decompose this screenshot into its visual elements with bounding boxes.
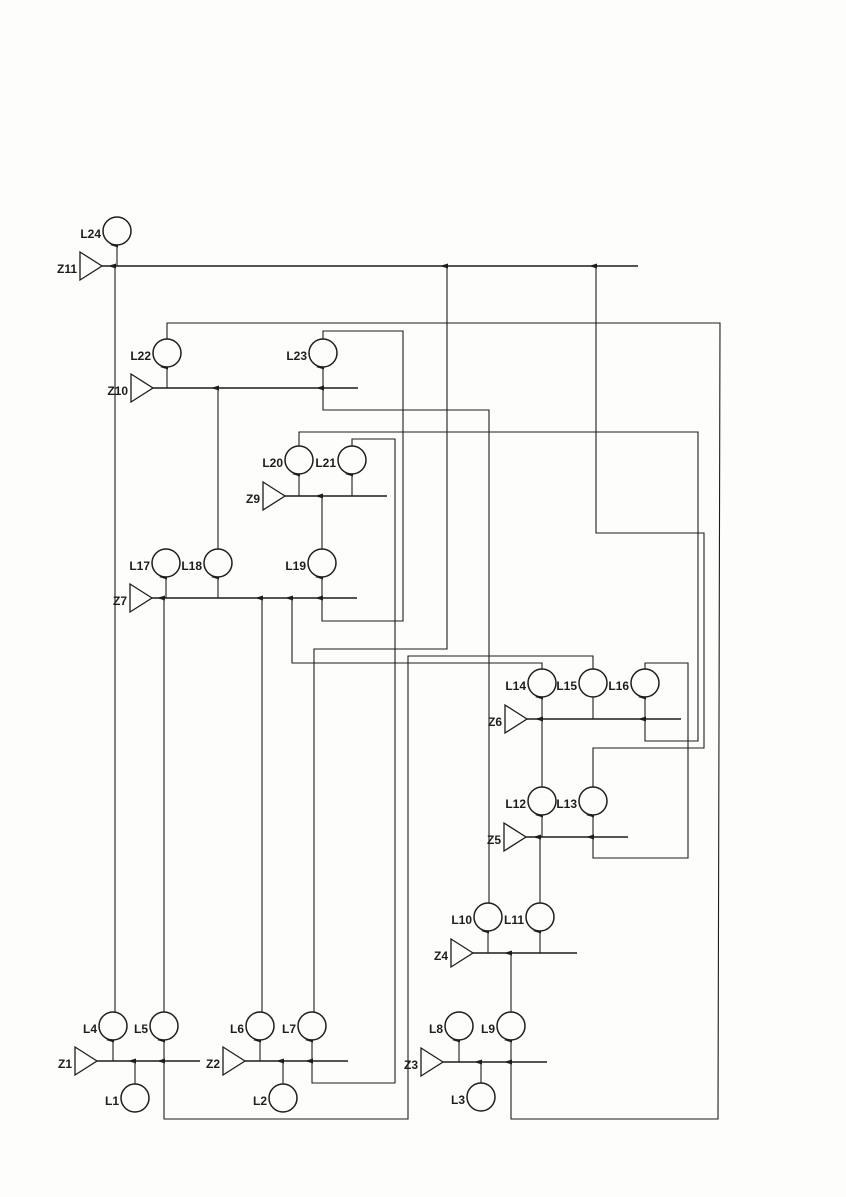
load-label-l16: L16 <box>608 679 629 693</box>
connection-wire <box>298 431 699 742</box>
load-l9 <box>496 1011 526 1041</box>
load-l12 <box>527 786 557 816</box>
load-l10 <box>473 902 503 932</box>
source-z1-icon <box>74 1045 99 1077</box>
load-label-l19: L19 <box>285 559 306 573</box>
zone-label-z9: Z9 <box>246 492 260 506</box>
load-l13 <box>578 786 608 816</box>
load-label-l21: L21 <box>315 456 336 470</box>
zone-label-z4: Z4 <box>434 949 448 963</box>
load-label-l12: L12 <box>505 797 526 811</box>
load-label-l3: L3 <box>451 1093 465 1107</box>
zone-label-z11: Z11 <box>57 262 77 276</box>
connection-wire <box>589 263 705 787</box>
load-label-l20: L20 <box>262 456 283 470</box>
zone-label-z1: Z1 <box>58 1057 72 1071</box>
source-z7-icon <box>129 582 154 614</box>
load-l5 <box>149 1011 179 1041</box>
load-l15 <box>578 668 608 698</box>
load-label-l18: L18 <box>181 559 202 573</box>
load-l18 <box>203 548 233 578</box>
load-label-l7: L7 <box>282 1022 296 1036</box>
load-label-l13: L13 <box>556 797 577 811</box>
load-l20 <box>284 445 314 475</box>
source-z11-icon <box>79 250 104 282</box>
connection-wire <box>305 438 396 1084</box>
zone-label-z10: Z10 <box>107 384 128 398</box>
zone-label-z2: Z2 <box>206 1057 220 1071</box>
load-label-l10: L10 <box>451 913 472 927</box>
load-label-l2: L2 <box>253 1094 267 1108</box>
load-label-l17: L17 <box>129 559 150 573</box>
connection-wire <box>586 662 689 859</box>
load-label-l14: L14 <box>505 679 526 693</box>
load-l1 <box>120 1083 150 1113</box>
load-label-l6: L6 <box>230 1022 244 1036</box>
load-l11 <box>525 902 555 932</box>
load-l19 <box>307 548 337 578</box>
source-z6-icon <box>504 703 529 735</box>
connection-wire <box>285 595 543 669</box>
load-l22 <box>152 338 182 368</box>
load-label-l22: L22 <box>130 349 151 363</box>
load-label-l1: L1 <box>105 1094 119 1108</box>
load-l2 <box>268 1083 298 1113</box>
connection-wire <box>313 263 448 1012</box>
source-z2-icon <box>222 1045 247 1077</box>
source-z10-icon <box>130 372 155 404</box>
load-label-l15: L15 <box>556 679 577 693</box>
load-l21 <box>337 445 367 475</box>
zone-label-z5: Z5 <box>487 833 501 847</box>
load-label-l23: L23 <box>286 349 307 363</box>
load-l24 <box>102 216 132 246</box>
load-label-l11: L11 <box>504 913 524 927</box>
load-l3 <box>466 1082 496 1112</box>
zone-label-z3: Z3 <box>404 1058 418 1072</box>
source-z5-icon <box>503 821 528 853</box>
load-l6 <box>245 1011 275 1041</box>
source-z4-icon <box>450 937 475 969</box>
load-label-l9: L9 <box>481 1022 495 1036</box>
connection-wire <box>157 655 594 1120</box>
source-z3-icon <box>420 1046 445 1078</box>
zone-label-z7: Z7 <box>113 594 127 608</box>
load-l16 <box>630 668 660 698</box>
zone-label-z6: Z6 <box>488 715 502 729</box>
load-l7 <box>297 1011 327 1041</box>
connection-wire <box>166 322 721 1120</box>
load-l23 <box>308 338 338 368</box>
load-l17 <box>151 548 181 578</box>
load-l8 <box>444 1011 474 1041</box>
load-l14 <box>527 668 557 698</box>
load-label-l24: L24 <box>80 227 101 241</box>
connection-wire <box>316 385 490 903</box>
load-label-l5: L5 <box>134 1022 148 1036</box>
load-l4 <box>98 1011 128 1041</box>
connection-wire <box>315 330 404 622</box>
source-z9-icon <box>262 480 287 512</box>
load-label-l8: L8 <box>429 1022 443 1036</box>
load-label-l4: L4 <box>83 1022 97 1036</box>
